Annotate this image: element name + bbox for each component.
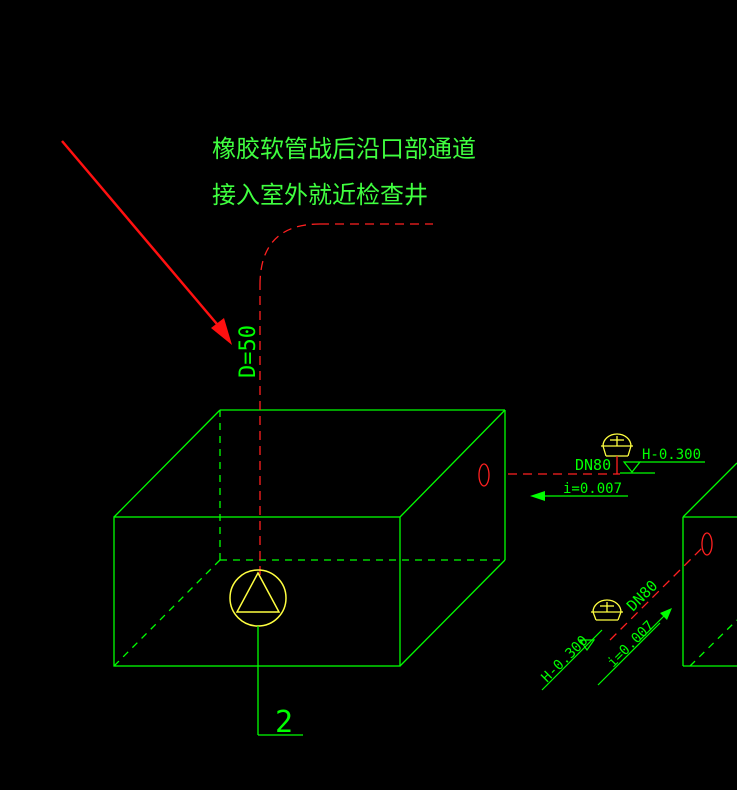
- hose-pipe: [259, 223, 706, 641]
- sump-front-face: [113, 516, 401, 667]
- right-elevation-label: H-0.300: [539, 633, 592, 686]
- sump-top-right-edge: [399, 409, 506, 518]
- inlet-slope-label: i=0.007: [563, 481, 622, 497]
- pump-number-leader: [257, 626, 303, 736]
- right-cleanout-cap-icon: [591, 599, 623, 621]
- sump-hidden-diagonal: [113, 559, 221, 667]
- right-flow-direction-arrow-icon: [639, 608, 672, 641]
- pump-circle-triangle-icon: [229, 569, 287, 627]
- right-diagonal-pipe: [609, 544, 706, 641]
- inlet-dn-label: DN80: [575, 456, 611, 474]
- pump-number: 2: [275, 705, 293, 740]
- elevation-marker: [620, 461, 705, 474]
- inlet-pipe-opening: [478, 463, 490, 487]
- right-pipe-opening: [701, 532, 713, 556]
- note-line-1: 橡胶软管战后沿口部通道: [212, 135, 476, 163]
- sump-box: [113, 409, 506, 667]
- adjacent-box: [682, 462, 737, 667]
- sump-top-left-edge: [113, 409, 221, 518]
- flow-direction-arrow-icon: [530, 491, 628, 501]
- inlet-elevation-label: H-0.300: [642, 447, 701, 463]
- pipe-diameter-label: D=50: [236, 325, 261, 378]
- right-elevation-marker: [541, 622, 661, 691]
- cleanout-cap-icon: [601, 433, 633, 474]
- note-line-2: 接入室外就近检查井: [212, 181, 428, 209]
- sump-bottom-right-edge: [399, 559, 506, 667]
- hose-bend: [259, 223, 321, 286]
- right-dn-label: DN80: [623, 577, 661, 615]
- right-slope-label: i=0.007: [605, 618, 658, 671]
- red-arrow-icon: [61, 140, 232, 345]
